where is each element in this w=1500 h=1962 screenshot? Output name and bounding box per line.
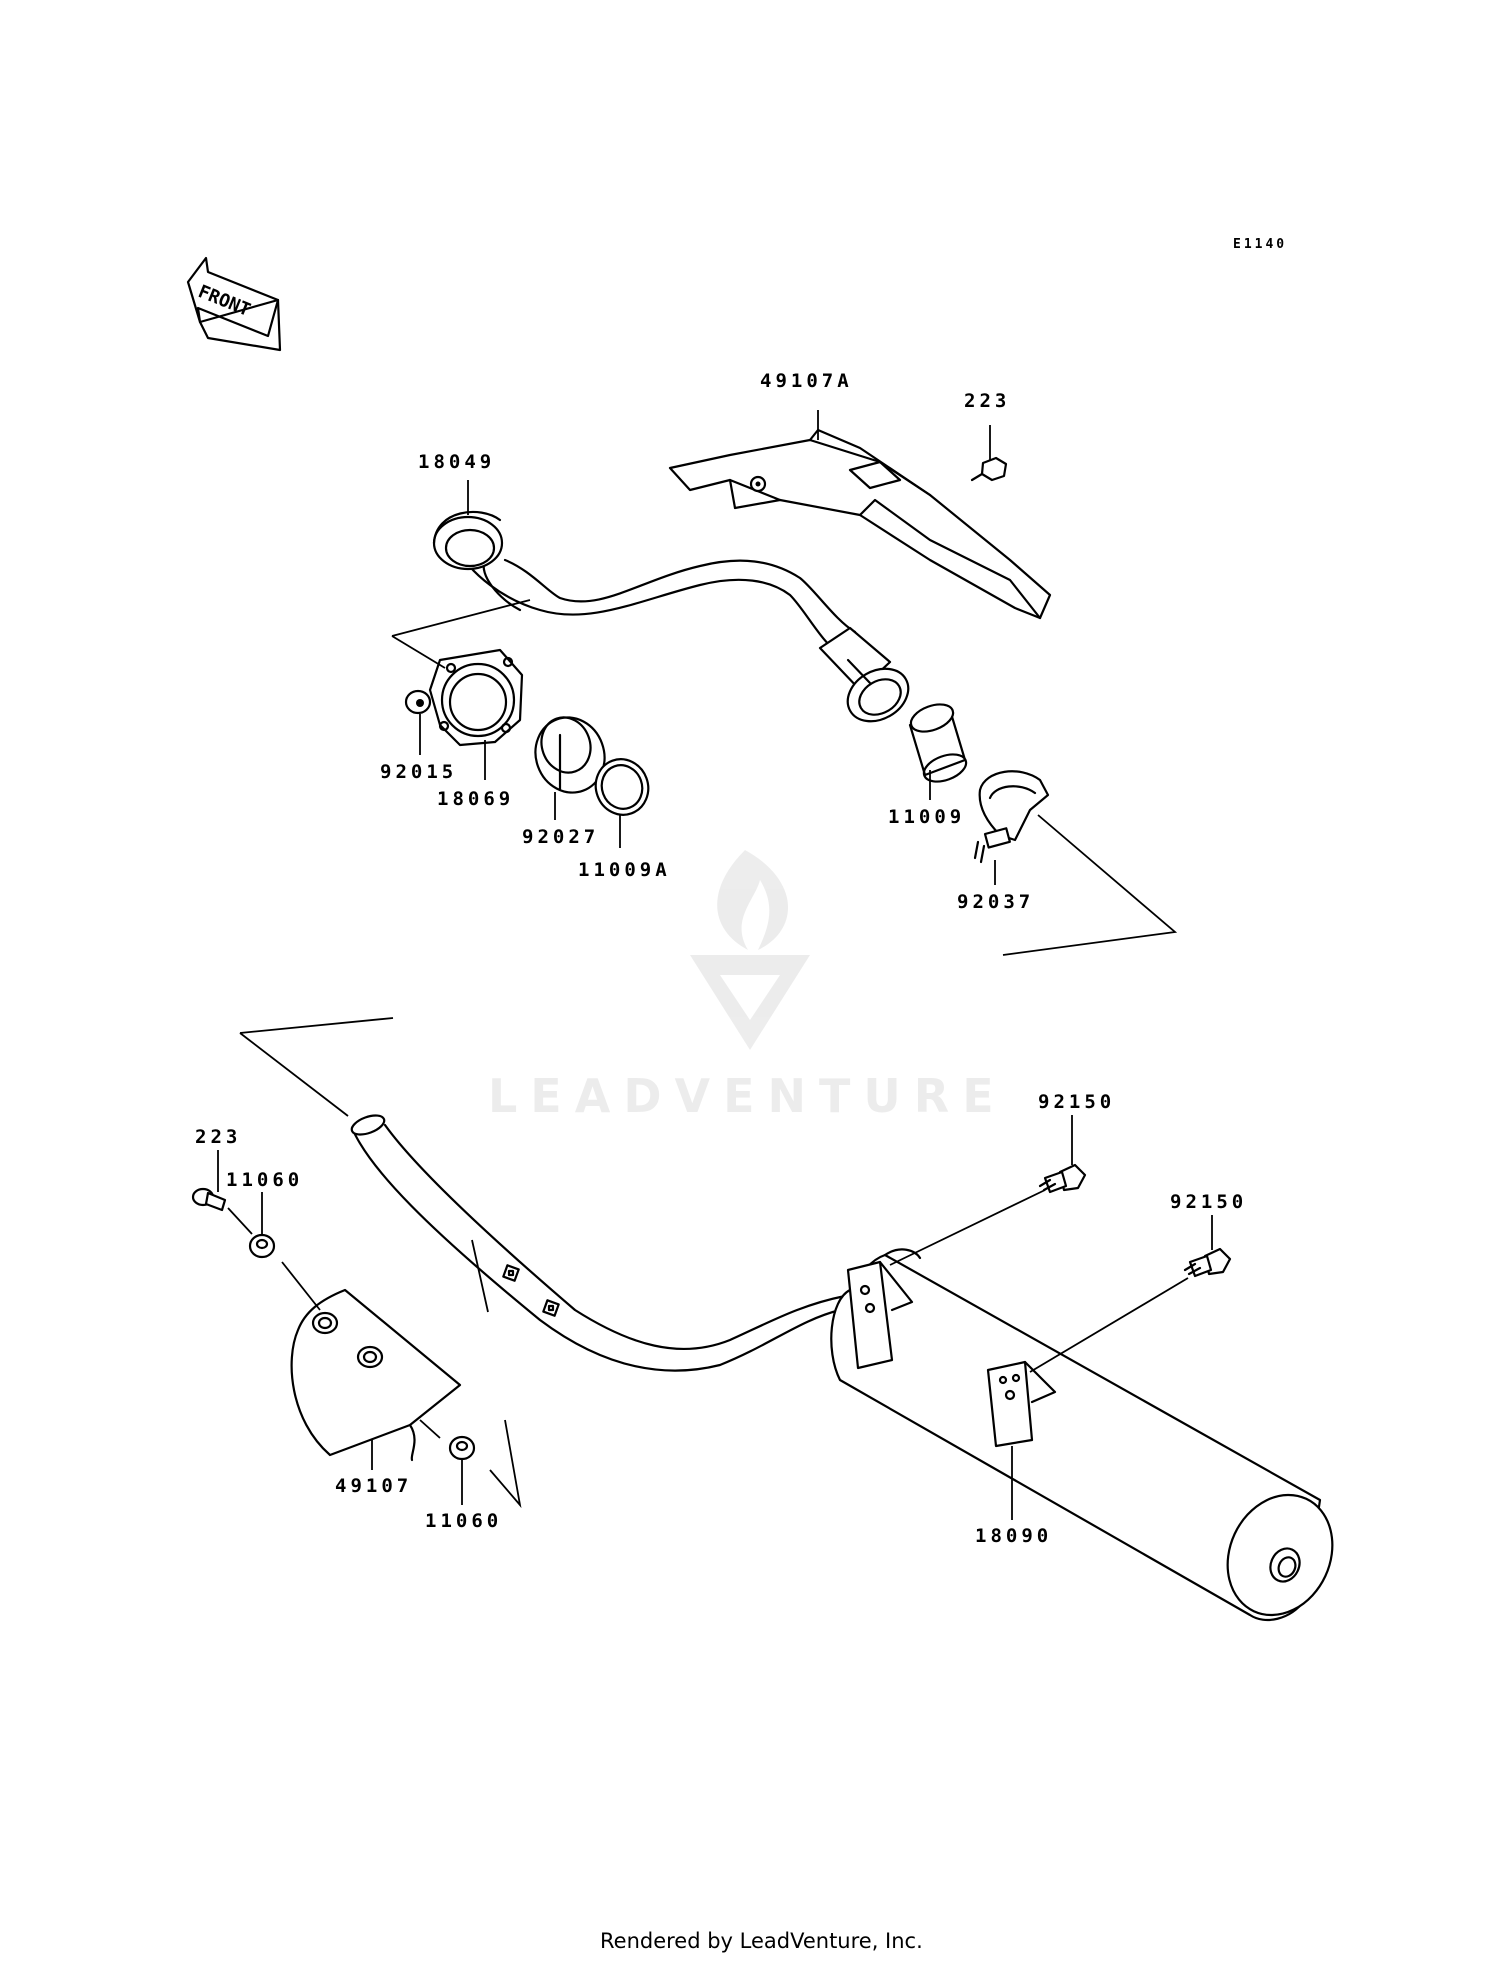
clamp-drawing: [973, 770, 1050, 864]
part-label-18069: 18069: [437, 788, 514, 810]
damper-upper-drawing: [248, 1233, 276, 1259]
bolt-upper-drawing: [970, 456, 1008, 482]
nut-drawing: [404, 689, 432, 715]
part-label-92150-rear: 92150: [1170, 1191, 1247, 1213]
part-label-11009A: 11009A: [578, 859, 671, 881]
part-label-223-upper: 223: [964, 390, 1010, 412]
part-label-49107: 49107: [335, 1475, 412, 1497]
part-label-11060-lower: 11060: [425, 1510, 502, 1532]
muffler-drawing: [830, 1248, 1334, 1622]
gasket-drawing: [908, 703, 968, 783]
collar-drawing: [534, 716, 606, 794]
muffler-bolt-front-drawing: [1038, 1163, 1087, 1194]
part-label-92015: 92015: [380, 761, 457, 783]
muffler-bolt-rear-drawing: [1183, 1247, 1232, 1278]
part-label-11060-upper: 11060: [226, 1169, 303, 1191]
callout-leaders: [217, 410, 1213, 1520]
muffler-pipe-drawing: [350, 1114, 847, 1372]
part-label-92037: 92037: [957, 891, 1034, 913]
footer-credit: Rendered by LeadVenture, Inc.: [600, 1929, 923, 1953]
part-label-223-lower: 223: [195, 1126, 241, 1148]
lower-reference-lines: [227, 1017, 1189, 1509]
heat-guard-upper-drawing: [668, 428, 1052, 620]
watermark-text: LEADVENTURE: [488, 1069, 1007, 1123]
front-arrow-icon: FRONT: [186, 256, 282, 352]
diagram-ref-code: E1140: [1233, 237, 1287, 252]
bolt-lower-drawing: [191, 1187, 227, 1212]
gasket-a-drawing: [594, 758, 650, 816]
part-label-49107A: 49107A: [760, 370, 853, 392]
heat-guard-lower-drawing: [290, 1288, 462, 1462]
exhaust-pipe-drawing: [432, 510, 910, 723]
exhaust-flange-drawing: [428, 648, 524, 747]
part-label-11009: 11009: [888, 806, 965, 828]
part-label-92027: 92027: [522, 826, 599, 848]
part-label-18090: 18090: [975, 1525, 1052, 1547]
upper-reference-lines: [391, 599, 1178, 956]
watermark-logo: [690, 850, 810, 1050]
damper-lower-drawing: [448, 1435, 476, 1461]
part-label-92150-front: 92150: [1038, 1091, 1115, 1113]
part-label-18049: 18049: [418, 451, 495, 473]
